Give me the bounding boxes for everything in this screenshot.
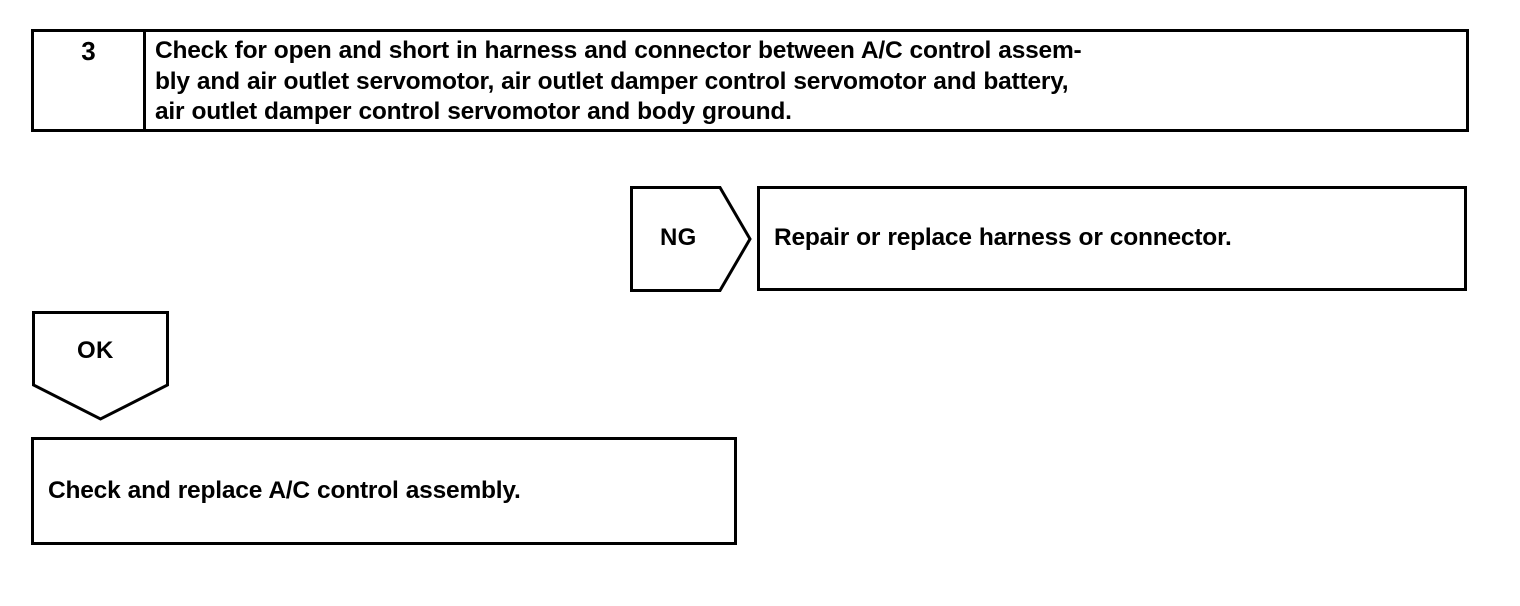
- step-number-cell: 3: [34, 32, 146, 129]
- ok-pentagon-shape: [32, 311, 169, 421]
- step-number: 3: [81, 36, 96, 66]
- step-description-text: Check for open and short in harness and …: [155, 37, 1082, 125]
- step-description-cell: Check for open and short in harness and …: [146, 32, 1466, 129]
- ng-result-flag: NG: [630, 186, 752, 292]
- repair-action-box: Repair or replace harness or connector.: [757, 186, 1467, 291]
- final-action-box: Check and replace A/C control assembly.: [31, 437, 737, 545]
- step-row: 3 Check for open and short in harness an…: [31, 29, 1469, 132]
- repair-action-text: Repair or replace harness or connector.: [774, 224, 1232, 252]
- ok-flag-label: OK: [77, 337, 114, 364]
- ng-flag-label: NG: [660, 224, 697, 251]
- ng-pentagon-shape: [630, 186, 752, 292]
- final-action-text: Check and replace A/C control assembly.: [48, 476, 521, 504]
- ok-result-flag: OK: [32, 311, 169, 421]
